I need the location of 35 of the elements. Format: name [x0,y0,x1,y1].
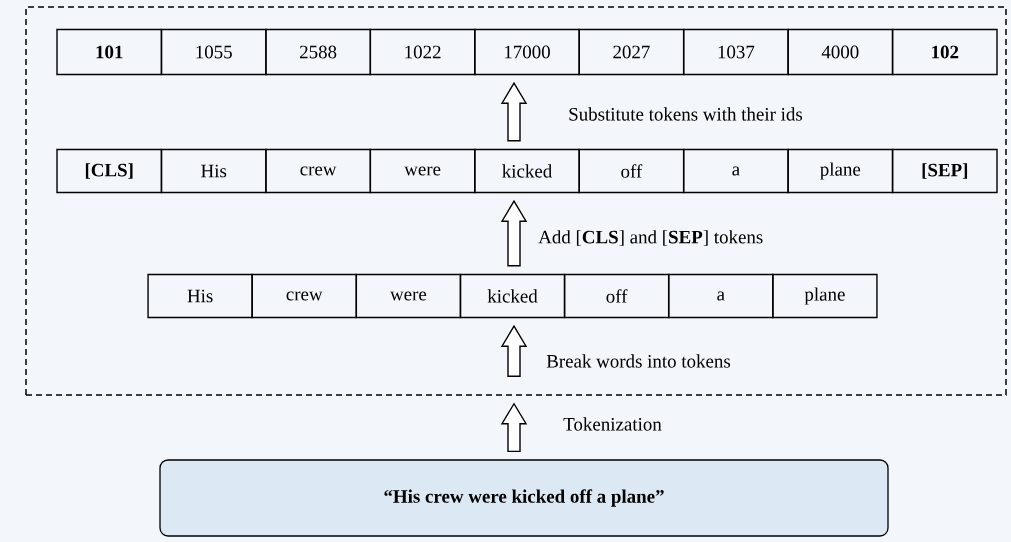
token-cell: His [147,273,253,319]
token-cell: 17000 [474,28,580,76]
token-cell: 102 [891,28,998,76]
dashed-frame [25,6,1007,396]
token-cell: a [683,148,789,194]
token-cell: kicked [459,273,566,319]
edge-label: Substitute tokens with their ids [567,106,804,122]
token-cell: 2027 [578,28,685,76]
token-cell: 4000 [787,28,894,76]
token-cell: kicked [474,148,580,194]
edge-label: Add [CLS] and [SEP] tokens [537,229,765,247]
token-cell: [CLS] [56,148,163,194]
token-cell: His [160,148,267,194]
sentence-box: “His crew were kicked off a plane” [159,459,889,537]
token-cell: 1022 [369,28,476,76]
hollow-arrow [500,324,528,377]
token-cell: off [578,148,685,194]
edge-label: Tokenization [562,416,663,432]
token-cell: plane [772,273,878,319]
token-cell: [SEP] [891,148,998,194]
token-cell: were [355,273,462,319]
token-cell: were [369,148,476,194]
token-cell: 2588 [265,28,371,76]
token-cell: crew [251,273,357,319]
edge-label: Break words into tokens [545,353,732,369]
hollow-arrow [500,402,528,453]
token-cell: a [668,273,774,319]
token-cell: 1037 [683,28,789,76]
token-cell: 1055 [160,28,267,76]
hollow-arrow [500,199,528,267]
token-cell: off [563,273,670,319]
hollow-arrow [500,81,528,142]
token-cell: crew [265,148,371,194]
token-cell: plane [787,148,894,194]
token-cell: 101 [56,28,163,76]
